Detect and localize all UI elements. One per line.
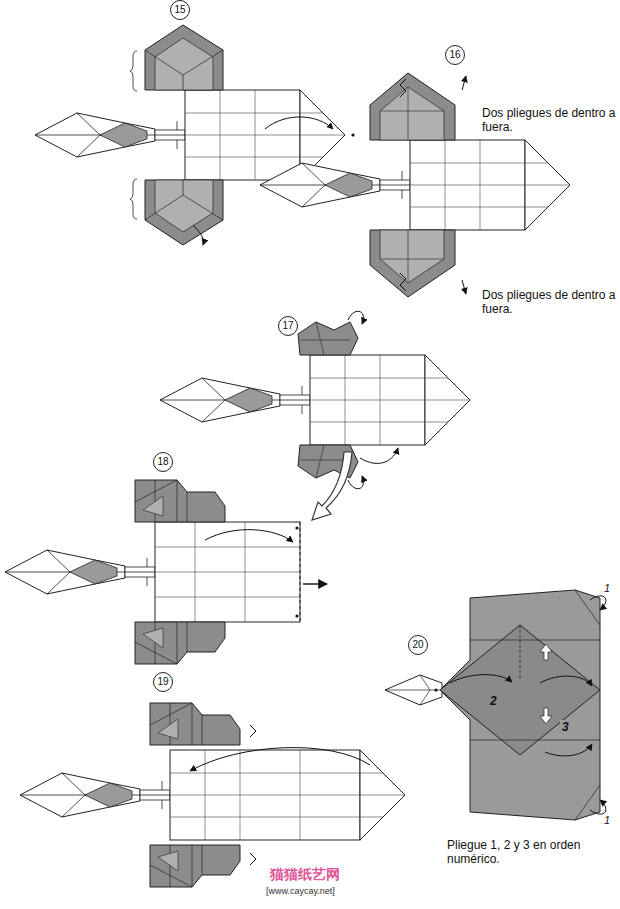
origami-line <box>160 378 310 422</box>
origami-line <box>130 179 137 219</box>
step-17-figure <box>160 311 470 488</box>
origami-line <box>545 744 592 756</box>
origami-line <box>250 725 256 737</box>
watermark-url: [www.caycay.net] <box>266 886 335 897</box>
step-number: 18 <box>157 457 168 467</box>
watermark: 猫猫纸艺网 <box>270 866 340 883</box>
origami-line <box>410 140 570 230</box>
step-18-figure <box>5 480 327 664</box>
origami-line <box>590 800 606 814</box>
origami-line <box>135 622 225 664</box>
step-number: 19 <box>157 677 168 687</box>
origami-line <box>351 133 354 136</box>
origami-line <box>540 644 552 660</box>
transition-arrow <box>312 452 352 520</box>
origami-line <box>400 273 406 291</box>
step-number-circle: 19 <box>153 672 173 692</box>
origami-line <box>150 703 240 745</box>
step-number-circle: 15 <box>170 0 190 20</box>
step-number: 17 <box>282 321 293 331</box>
origami-line <box>520 625 521 680</box>
step-number-circle: 20 <box>408 635 428 655</box>
callout-number: 3 <box>560 720 571 734</box>
origami-line <box>135 480 225 522</box>
origami-line <box>348 476 363 489</box>
origami-line <box>155 522 300 622</box>
origami-line <box>400 79 406 97</box>
origami-line <box>265 117 333 129</box>
origami-line <box>20 773 170 817</box>
origami-line <box>462 76 466 90</box>
origami-line <box>5 550 155 594</box>
origami-line <box>462 280 466 294</box>
step-20-figure <box>385 590 606 820</box>
origami-line <box>130 51 137 91</box>
origami-line <box>590 596 606 610</box>
origami-line <box>300 522 301 622</box>
instruction-note: Dos pliegues de dentro a fuera. <box>482 288 617 317</box>
instruction-note: Dos pliegues de dentro a fuera. <box>482 106 617 135</box>
origami-line <box>440 625 600 755</box>
origami-line <box>470 590 600 820</box>
step-15-figure <box>35 25 355 245</box>
step-number-circle: 18 <box>153 452 173 472</box>
origami-line <box>205 530 293 542</box>
callout-number: 1 <box>604 814 610 827</box>
step-number-circle: 17 <box>278 316 298 336</box>
origami-line <box>385 675 442 705</box>
origami-line <box>250 853 256 865</box>
origami-line <box>360 448 398 463</box>
step-number: 20 <box>412 640 423 650</box>
origami-line <box>295 614 298 617</box>
origami-line <box>348 311 363 324</box>
origami-line <box>440 590 600 820</box>
origami-line <box>370 230 455 297</box>
callout-number: 1 <box>604 582 610 595</box>
origami-line <box>155 522 300 622</box>
origami-line <box>260 163 410 207</box>
origami-line <box>303 583 327 584</box>
origami-line <box>310 355 470 445</box>
origami-line <box>434 688 437 691</box>
step-number: 15 <box>174 5 185 15</box>
origami-line <box>150 845 240 887</box>
origami-line <box>540 708 552 724</box>
origami-line <box>540 676 592 686</box>
callout-number: 2 <box>488 694 499 708</box>
caption-note: Pliegue 1, 2 y 3 en orden numérico. <box>447 838 587 867</box>
origami-line <box>193 225 204 245</box>
origami-line <box>370 73 455 140</box>
origami-line <box>295 526 298 529</box>
step-number-circle: 16 <box>445 45 465 65</box>
origami-line <box>190 748 370 771</box>
origami-line <box>145 180 223 245</box>
origami-line <box>298 322 358 355</box>
origami-line <box>385 675 442 705</box>
step-19-figure <box>20 703 405 887</box>
origami-line <box>35 113 185 157</box>
origami-line <box>450 675 512 683</box>
step-number: 16 <box>449 50 460 60</box>
origami-line <box>145 25 223 90</box>
